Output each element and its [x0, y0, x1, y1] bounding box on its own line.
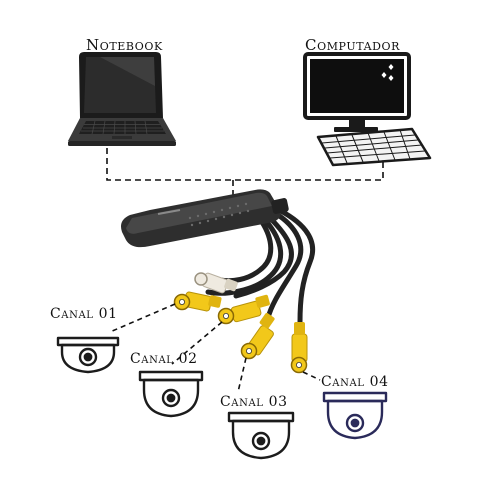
channel-connection-lines [109, 303, 321, 393]
channel-03-label: Canal 03 [220, 394, 288, 410]
rca-connector-yellow-3 [240, 313, 275, 360]
rca-connector-yellow-1 [173, 291, 222, 312]
channel-04-label: Canal 04 [321, 374, 389, 390]
dome-camera-icon [56, 336, 120, 374]
computer-label: Computador [305, 36, 400, 54]
dome-camera-icon [138, 370, 204, 418]
dome-camera-icon [227, 411, 295, 460]
usb-video-capture-adapter-icon [121, 189, 315, 325]
rca-connector-white [194, 272, 238, 294]
laptop-icon [68, 52, 176, 146]
desktop-computer-icon [303, 52, 432, 167]
rca-connector-yellow-2 [217, 294, 270, 325]
channel-02-label: Canal 02 [130, 351, 198, 367]
rca-connector-yellow-4 [290, 322, 308, 374]
dome-camera-icon [322, 391, 388, 440]
notebook-label: Notebook [86, 36, 163, 54]
channel-01-label: Canal 01 [50, 306, 118, 322]
